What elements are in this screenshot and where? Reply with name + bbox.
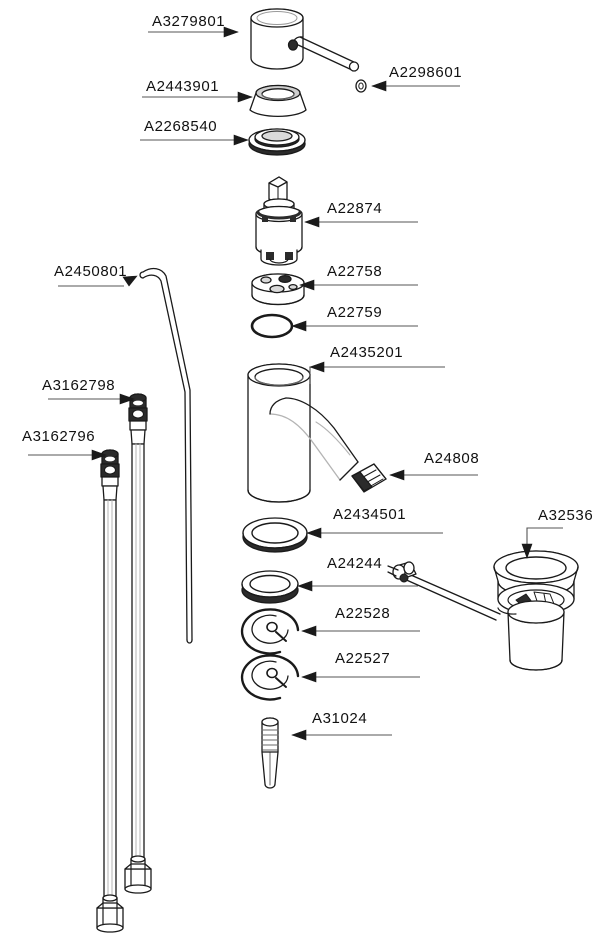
leader-arrowhead: [119, 393, 135, 405]
callout-mounting-washer-small: A24244: [297, 555, 418, 592]
leader-arrowhead: [521, 543, 533, 559]
leader-arrowhead: [233, 134, 249, 146]
part-art-clip-lower: [240, 654, 300, 701]
callout-cartridge-o-ring: A22759: [291, 304, 418, 332]
part-art-set-screw: [355, 79, 367, 93]
callout-ceramic-cartridge: A22874: [304, 200, 418, 228]
part-number-label: A3162798: [42, 377, 115, 394]
leader-arrowhead: [299, 279, 315, 291]
leader-arrowhead: [306, 527, 322, 539]
leader-arrowhead: [371, 80, 387, 92]
callout-mounting-washer-large: A2434501: [306, 506, 443, 539]
part-art-washer-small: [241, 570, 299, 604]
leader-arrowhead: [237, 91, 253, 103]
callout-retaining-clip-lower: A22527: [301, 650, 420, 683]
part-number-label: A2435201: [330, 344, 403, 361]
part-number-label: A2298601: [389, 64, 462, 81]
part-number-label: A2268540: [144, 118, 217, 135]
part-art-copper-riser: [139, 267, 193, 644]
leader-arrowhead: [389, 469, 405, 481]
leader-arrowhead: [297, 580, 313, 592]
callout-pop-up-drain-assembly: A32536: [521, 507, 593, 559]
part-art-o-ring: [250, 313, 294, 339]
part-art-handle: [250, 8, 360, 72]
callout-supply-hose-short: A3162796: [22, 428, 107, 461]
part-art-washer-large: [242, 517, 308, 553]
part-number-label: A24808: [424, 450, 479, 467]
part-number-label: A22528: [335, 605, 390, 622]
callout-handle-collar-ring: A2443901: [142, 78, 253, 103]
part-number-label: A24244: [327, 555, 382, 572]
part-number-label: A2434501: [333, 506, 406, 523]
callout-retaining-clip-upper: A22528: [301, 605, 420, 637]
callout-cartridge-seal-plate: A22758: [299, 263, 418, 291]
callout-copper-supply-riser: A2450801: [54, 263, 138, 287]
part-number-label: A2443901: [146, 78, 219, 95]
part-number-label: A22874: [327, 200, 382, 217]
callout-set-screw: A2298601: [371, 64, 462, 92]
leader-arrowhead: [301, 671, 317, 683]
leader-arrowhead: [91, 449, 107, 461]
callout-handle-lever: A3279801: [148, 13, 239, 38]
part-number-label: A22527: [335, 650, 390, 667]
leader-arrowhead: [309, 361, 325, 373]
part-art-cartridge: [255, 176, 303, 266]
leader-arrowhead: [301, 625, 317, 637]
part-number-label: A22759: [327, 304, 382, 321]
part-art-hose-short: [96, 449, 124, 933]
leader-arrowhead: [122, 275, 138, 287]
part-art-spout-body: [247, 363, 387, 503]
callout-supply-hose-long: A3162798: [42, 377, 135, 405]
part-number-label: A3162796: [22, 428, 95, 445]
part-art-pop-up-drain: [387, 550, 579, 671]
part-number-label: A2450801: [54, 263, 127, 280]
callout-bearing-ring: A2268540: [140, 118, 249, 146]
leader-arrowhead: [223, 26, 239, 38]
leader-arrowhead: [304, 216, 320, 228]
part-number-label: A3279801: [152, 13, 225, 30]
callout-aerator: A24808: [389, 450, 479, 481]
part-art-clip-upper: [240, 608, 300, 655]
leader-arrowhead: [291, 320, 307, 332]
callout-spout-body: A2435201: [309, 344, 445, 384]
part-art-seal-plate: [251, 273, 305, 306]
part-number-label: A22758: [327, 263, 382, 280]
part-art-mounting-stud: [261, 717, 279, 789]
leader-arrowhead: [291, 729, 307, 741]
part-number-label: A32536: [538, 507, 593, 524]
part-art-hose-long: [124, 393, 152, 894]
part-art-bearing-ring: [248, 128, 306, 156]
callout-mounting-stud: A31024: [291, 710, 392, 741]
parts-artwork: [96, 8, 579, 933]
part-number-label: A31024: [312, 710, 367, 727]
part-art-handle-collar: [249, 84, 307, 118]
